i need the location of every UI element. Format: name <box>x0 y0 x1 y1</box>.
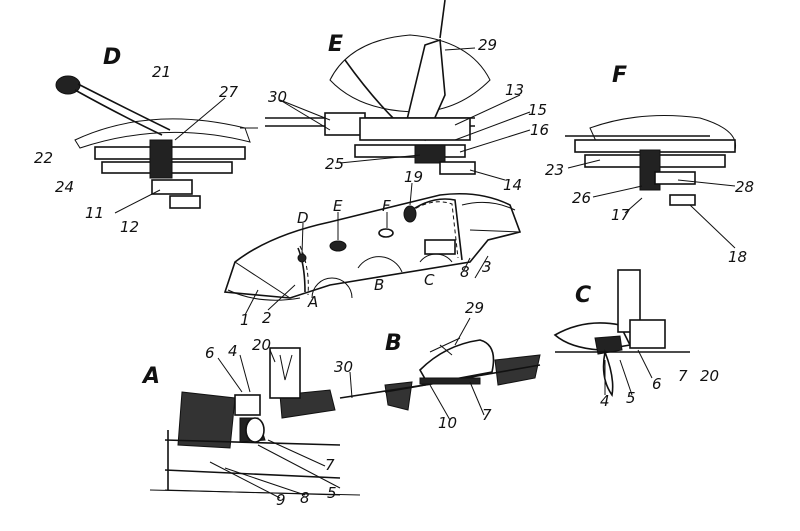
callout-16: 16 <box>530 121 549 139</box>
callout-22: 22 <box>34 149 53 167</box>
callout-18: 18 <box>728 248 747 266</box>
callout-30-e: 30 <box>268 88 287 106</box>
detail-f-label: F <box>612 63 627 88</box>
detail-f-drawing <box>565 115 737 206</box>
callout-29-b: 29 <box>465 299 484 317</box>
detail-e-label: E <box>328 32 343 57</box>
callout-28: 28 <box>735 178 754 196</box>
detail-e-drawing <box>265 0 491 175</box>
callout-30-b: 30 <box>334 358 353 376</box>
callout-10: 10 <box>438 414 457 432</box>
callout-21: 21 <box>152 63 171 81</box>
callout-13: 13 <box>505 81 524 99</box>
callout-20-a: 20 <box>252 336 271 354</box>
callout-23: 23 <box>545 161 564 179</box>
callout-12: 12 <box>120 218 139 236</box>
callout-26: 26 <box>572 189 591 207</box>
callout-9: 9 <box>276 491 286 509</box>
canopy-marker-e: E <box>333 197 343 215</box>
detail-d-label: D <box>103 45 121 70</box>
callout-8-a: 8 <box>300 489 310 507</box>
callout-1: 1 <box>240 311 250 329</box>
detail-a-drawing <box>149 347 361 496</box>
callout-7-b: 7 <box>482 406 492 424</box>
detail-b-label: B <box>385 331 402 356</box>
callout-20-c: 20 <box>700 367 719 385</box>
callout-7-c: 7 <box>678 367 688 385</box>
callout-5-c: 5 <box>626 389 636 407</box>
callout-7-a: 7 <box>325 456 335 474</box>
callout-4-c: 4 <box>600 392 610 410</box>
detail-c-drawing <box>553 269 690 398</box>
detail-a-label: A <box>141 364 160 389</box>
callout-19: 19 <box>404 168 423 186</box>
callout-17: 17 <box>611 206 631 224</box>
callout-5-a: 5 <box>327 484 337 502</box>
callout-25: 25 <box>325 155 344 173</box>
canopy-marker-a: A <box>307 293 318 311</box>
callout-14: 14 <box>503 176 522 194</box>
callout-27: 27 <box>219 83 239 101</box>
callout-8-canopy: 8 <box>460 263 470 281</box>
canopy-marker-b: B <box>374 276 384 294</box>
callout-29-e: 29 <box>478 36 497 54</box>
callout-24: 24 <box>55 178 74 196</box>
callout-11: 11 <box>85 204 104 222</box>
callout-3: 3 <box>482 258 492 276</box>
canopy-marker-c: C <box>424 271 435 289</box>
canopy-marker-d: D <box>297 209 309 227</box>
canopy-marker-f: F <box>382 197 391 215</box>
callout-15: 15 <box>528 101 547 119</box>
detail-b-drawing <box>339 337 541 411</box>
detail-c-label: C <box>575 283 591 308</box>
callout-2: 2 <box>262 309 272 327</box>
callout-4-a: 4 <box>228 342 238 360</box>
canopy-assembly <box>223 192 522 301</box>
callout-6-a: 6 <box>205 344 215 362</box>
detail-d-drawing <box>55 75 258 209</box>
callout-6-c: 6 <box>652 375 662 393</box>
